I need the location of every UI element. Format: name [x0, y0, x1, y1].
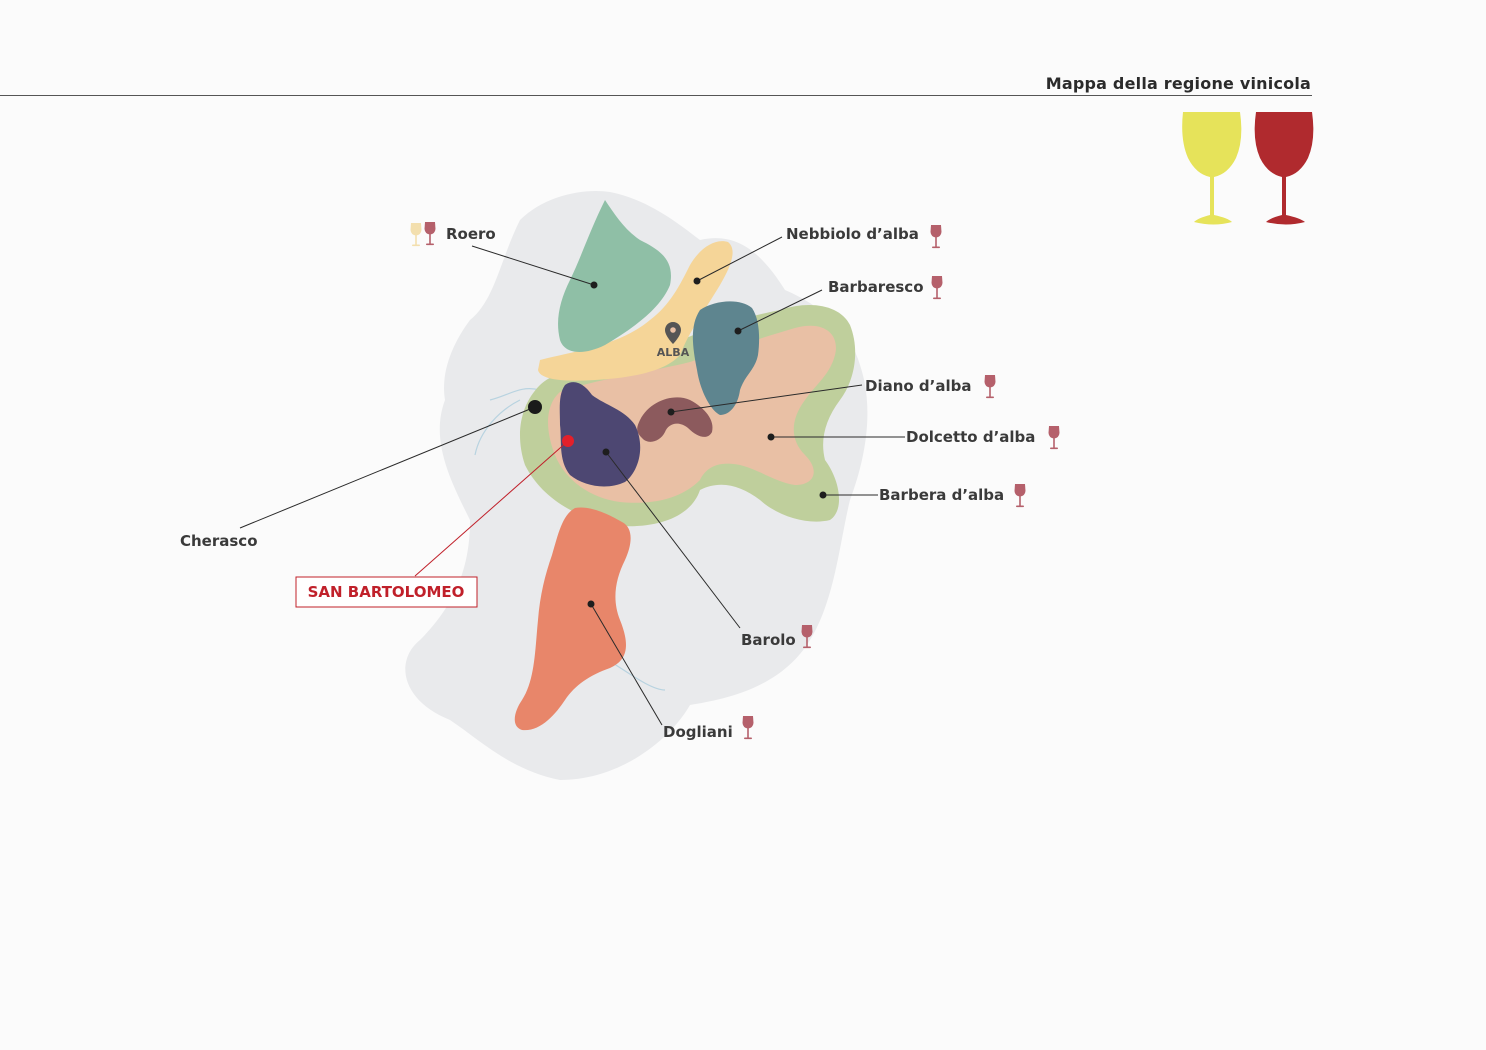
white-wine-glass-icon — [410, 223, 422, 247]
zone-roero — [558, 200, 671, 352]
label-nebbiolo-dalba: Nebbiolo d’alba — [786, 225, 919, 243]
label-diano-dalba: Diano d’alba — [865, 377, 971, 395]
label-barbaresco: Barbaresco — [828, 278, 924, 296]
label-barbera-dalba: Barbera d’alba — [879, 486, 1004, 504]
zone-barolo — [559, 382, 641, 487]
label-cherasco: Cherasco — [180, 532, 258, 550]
zone-nebbiolo-dalba — [538, 241, 733, 381]
white-wine-glass-icon — [1182, 112, 1242, 225]
cherasco-marker — [528, 400, 542, 414]
red-wine-glass-icon — [1254, 112, 1314, 225]
san-bartolomeo-leader — [414, 440, 569, 577]
leader-lines — [239, 236, 905, 726]
red-wine-glass-icon — [931, 276, 943, 300]
red-wine-glass-icon — [742, 716, 754, 740]
town-label-alba: ALBA — [657, 346, 690, 359]
header-rule — [0, 95, 1312, 96]
red-wine-glass-icon — [984, 375, 996, 399]
river-line — [474, 388, 541, 456]
red-wine-glass-icon — [424, 222, 436, 246]
label-dogliani: Dogliani — [663, 723, 733, 741]
red-wine-glass-icon — [930, 225, 942, 249]
zone-dogliani — [514, 507, 631, 731]
location-pin-icon — [665, 322, 681, 344]
zone-barbaresco — [692, 301, 760, 415]
label-barolo: Barolo — [741, 631, 796, 649]
label-roero: Roero — [446, 225, 496, 243]
page-title: Mappa della regione vinicola — [1045, 74, 1311, 93]
red-wine-glass-icon — [1014, 484, 1026, 508]
red-wine-glass-icon — [1048, 426, 1060, 450]
label-dolcetto-dalba: Dolcetto d’alba — [906, 428, 1035, 446]
san-bartolomeo-box — [295, 576, 478, 608]
san-bartolomeo-marker — [562, 435, 574, 447]
label-san-bartolomeo: SAN BARTOLOMEO — [308, 583, 465, 601]
zone-markers — [587, 277, 827, 608]
